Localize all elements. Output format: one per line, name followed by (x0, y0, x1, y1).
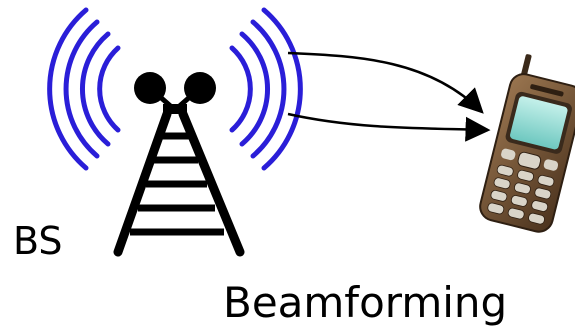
mobile-phone-icon (477, 52, 575, 235)
diagram-caption: Beamforming (223, 282, 507, 324)
radio-waves-icon (50, 10, 301, 168)
base-station-label: BS (13, 222, 63, 260)
beam-arrow-lower (288, 114, 488, 130)
beam-arrows (288, 53, 488, 130)
beam-arrow-upper (288, 53, 482, 112)
antenna-tower-icon (118, 72, 240, 252)
